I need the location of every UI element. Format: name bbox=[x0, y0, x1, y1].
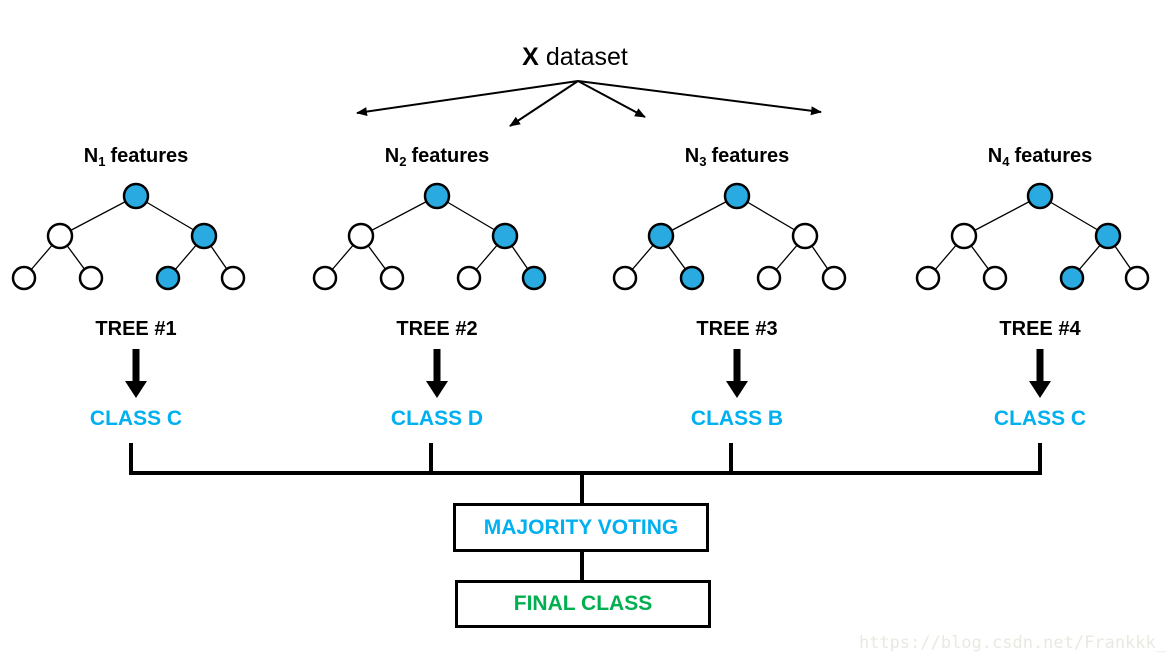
tree-node bbox=[1094, 222, 1122, 250]
tree-node bbox=[647, 222, 675, 250]
dataset-title-x: X bbox=[522, 43, 539, 71]
tree-node bbox=[379, 265, 405, 291]
tree-node bbox=[11, 265, 37, 291]
tree-node bbox=[190, 222, 218, 250]
tree-node bbox=[915, 265, 941, 291]
arrow-to-tree-4 bbox=[577, 80, 822, 116]
connector-bus-line bbox=[129, 471, 1042, 475]
tree-2-title: TREE #2 bbox=[396, 318, 478, 340]
connector-stub-tree-4 bbox=[1038, 443, 1042, 473]
tree-3-class-label: CLASS B bbox=[690, 407, 784, 430]
tree-node bbox=[423, 182, 451, 210]
features-rest: features bbox=[411, 145, 490, 167]
tree-node bbox=[791, 222, 819, 250]
tree-1-title: TREE #1 bbox=[95, 318, 177, 340]
final-class-label: FINAL CLASS bbox=[513, 592, 653, 615]
tree-2-class-label: CLASS D bbox=[390, 407, 484, 430]
tree-node bbox=[312, 265, 338, 291]
majority-voting-box: MAJORITY VOTING bbox=[453, 503, 709, 552]
tree-4-features-label: N4 features bbox=[915, 145, 1165, 169]
tree-4-graphic bbox=[915, 182, 1150, 291]
tree-node bbox=[756, 265, 782, 291]
tree-2-graphic bbox=[312, 182, 547, 291]
tree-1-features-label: N1 features bbox=[11, 145, 261, 169]
connector-stub-tree-2 bbox=[429, 443, 433, 473]
tree-node bbox=[1026, 182, 1054, 210]
features-base: N bbox=[684, 145, 700, 167]
tree-3-block: N3 features TREE #3 CLASS B bbox=[612, 140, 862, 452]
features-rest: features bbox=[110, 145, 189, 167]
tree-node bbox=[220, 265, 246, 291]
tree-3-title: TREE #3 bbox=[696, 318, 778, 340]
tree-node bbox=[122, 182, 150, 210]
tree-node bbox=[78, 265, 104, 291]
features-subscript: 1 bbox=[98, 154, 106, 169]
tree-node bbox=[612, 265, 638, 291]
down-arrow-icon bbox=[1029, 349, 1051, 398]
tree-3-features-label: N3 features bbox=[612, 145, 862, 169]
tree-4-class-label: CLASS C bbox=[993, 407, 1087, 430]
arrow-to-tree-2 bbox=[509, 80, 579, 127]
features-base: N bbox=[83, 145, 99, 167]
features-base: N bbox=[987, 145, 1003, 167]
tree-node bbox=[1124, 265, 1150, 291]
tree-node bbox=[347, 222, 375, 250]
features-subscript: 4 bbox=[1002, 154, 1010, 169]
connector-stub-tree-1 bbox=[129, 443, 133, 473]
features-rest: features bbox=[1014, 145, 1093, 167]
tree-node bbox=[679, 265, 705, 291]
dataset-title-rest: dataset bbox=[545, 43, 628, 71]
tree-node bbox=[155, 265, 181, 291]
down-arrow-icon bbox=[426, 349, 448, 398]
arrow-to-tree-3 bbox=[577, 80, 646, 118]
connector-stub-tree-3 bbox=[729, 443, 733, 473]
dataset-title: X dataset bbox=[455, 42, 695, 72]
down-arrow-icon bbox=[726, 349, 748, 398]
tree-1-graphic bbox=[11, 182, 246, 291]
tree-node bbox=[491, 222, 519, 250]
final-class-box: FINAL CLASS bbox=[455, 580, 711, 628]
arrow-to-tree-1 bbox=[356, 80, 579, 117]
tree-node bbox=[521, 265, 547, 291]
features-subscript: 3 bbox=[699, 154, 707, 169]
tree-node bbox=[1059, 265, 1085, 291]
tree-node bbox=[46, 222, 74, 250]
features-base: N bbox=[384, 145, 400, 167]
tree-node bbox=[982, 265, 1008, 291]
tree-2-features-label: N2 features bbox=[312, 145, 562, 169]
tree-node bbox=[723, 182, 751, 210]
watermark-url: https://blog.csdn.net/Frankkk_ bbox=[858, 633, 1166, 653]
tree-3-graphic bbox=[612, 182, 847, 291]
tree-node bbox=[950, 222, 978, 250]
features-rest: features bbox=[711, 145, 790, 167]
connector-to-voting-box bbox=[580, 473, 584, 504]
tree-node bbox=[456, 265, 482, 291]
tree-1-class-label: CLASS C bbox=[89, 407, 183, 430]
tree-node bbox=[821, 265, 847, 291]
majority-voting-label: MAJORITY VOTING bbox=[483, 515, 679, 539]
tree-2-block: N2 features TREE #2 CLASS D bbox=[312, 140, 562, 452]
features-subscript: 2 bbox=[399, 154, 407, 169]
down-arrow-icon bbox=[125, 349, 147, 398]
tree-4-title: TREE #4 bbox=[999, 318, 1081, 340]
tree-1-block: N1 features TREE #1 CLASS C bbox=[11, 140, 261, 452]
tree-4-block: N4 features TREE #4 CLASS C bbox=[915, 140, 1165, 452]
connector-to-final-box bbox=[580, 551, 584, 581]
